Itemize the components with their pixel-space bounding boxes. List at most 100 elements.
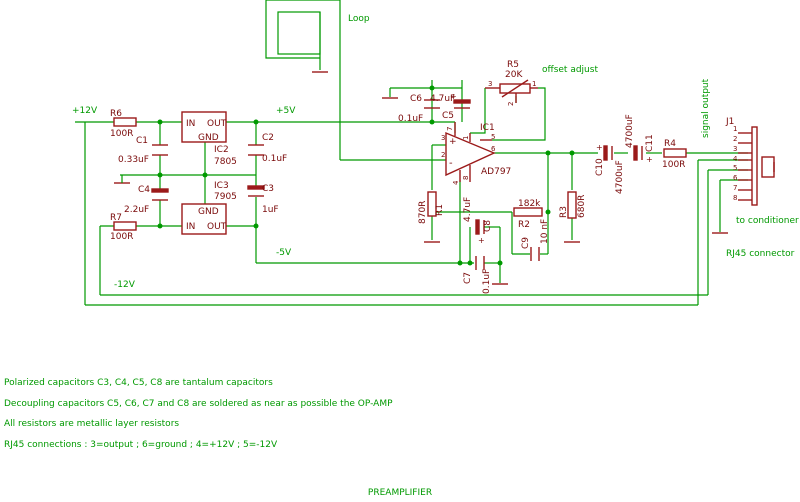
junction xyxy=(429,85,435,91)
ic2-gnd: GND xyxy=(198,133,219,143)
junction xyxy=(545,150,551,156)
ic1-pin-num: 6 xyxy=(491,145,496,153)
c5-value: 4.7uF xyxy=(430,94,455,104)
loop-label: Loop xyxy=(348,14,370,24)
j1-pin-num: 8 xyxy=(733,194,737,202)
j1-plug xyxy=(761,156,775,178)
ic2-in: IN xyxy=(186,119,195,129)
c9-value: 10 nF xyxy=(540,219,550,244)
c7-value: 0.1uF xyxy=(482,269,492,294)
ic2-name: IC2 xyxy=(214,145,229,155)
rj45-connector-label: RJ45 connector xyxy=(726,249,795,259)
c2-value: 0.1uF xyxy=(262,154,287,164)
c11-plate xyxy=(633,145,638,161)
junction xyxy=(569,150,575,156)
junction xyxy=(467,260,473,266)
r3-body xyxy=(567,191,577,219)
c8-plus: + xyxy=(478,236,485,245)
r2-name: R2 xyxy=(518,220,530,230)
r7-body xyxy=(113,221,137,231)
r1-value: 870R xyxy=(418,201,428,224)
ic3-name: IC3 xyxy=(214,181,229,191)
minus5v-label: -5V xyxy=(276,248,292,258)
ic3-body xyxy=(181,203,227,235)
ic1-pin-num: 4 xyxy=(452,180,460,185)
c3-name: C3 xyxy=(262,184,274,194)
j1-pin-num: 6 xyxy=(733,174,738,182)
pin-numbers: 3 2 7 4 8 1 5 6 + - 3 2 1 1 2 3 4 5 6 7 … xyxy=(441,80,738,245)
ic1-pin-num: 3 xyxy=(441,134,445,142)
loop-inner xyxy=(277,11,321,55)
c9-name: C9 xyxy=(521,237,531,249)
ic1-name: IC1 xyxy=(480,123,495,133)
ic1-pin-num: 1 xyxy=(462,136,470,140)
pot-pin3-wire xyxy=(470,88,486,134)
c6-value-top: 0.1uF xyxy=(398,114,423,124)
c10-value: 4700uF xyxy=(615,160,625,194)
loop-wire xyxy=(265,0,341,160)
note-item: RJ45 connections : 3=output ; 6=ground ;… xyxy=(4,439,278,450)
c10-plate xyxy=(603,145,608,161)
j1-pin-num: 1 xyxy=(733,125,737,133)
junction xyxy=(157,172,163,178)
r4-value: 100R xyxy=(662,160,685,170)
c5-name: C5 xyxy=(442,111,454,121)
r5-arrow xyxy=(501,79,529,98)
ic3-out: OUT xyxy=(207,222,227,232)
ic1-pin-num: 7 xyxy=(446,127,454,131)
junction xyxy=(157,119,163,125)
page-footer-title: PREAMPLIFIER xyxy=(367,488,433,498)
notes-list: Polarized capacitors C3, C4, C5, C8 are … xyxy=(4,378,393,460)
j1-name: J1 xyxy=(725,117,734,127)
c8-value: 4.7uF xyxy=(463,197,473,222)
wires xyxy=(75,0,748,306)
signal-output-label: signal output xyxy=(701,78,711,138)
j1-pin-num: 2 xyxy=(733,135,737,143)
j1-pin-num: 5 xyxy=(733,164,737,172)
ic2-part: 7805 xyxy=(214,157,237,167)
r3-value: 680R xyxy=(577,195,587,218)
r2-body xyxy=(513,207,543,217)
j1-connector xyxy=(738,126,775,206)
junction xyxy=(429,119,435,125)
r6-body xyxy=(113,117,137,127)
pot-pin1-wire xyxy=(492,87,546,141)
c8-name: C8 xyxy=(483,220,493,232)
ic2-body xyxy=(181,111,227,143)
c10-plus: + xyxy=(596,143,603,152)
offset-adjust-label: offset adjust xyxy=(542,65,598,75)
r6-name: R6 xyxy=(110,109,122,119)
j1-pin-num: 3 xyxy=(733,145,737,153)
r3-name: R3 xyxy=(559,206,569,218)
c11-value: 4700uF xyxy=(625,114,635,148)
r1-body xyxy=(427,191,437,217)
minus12v-label: -12V xyxy=(114,280,136,290)
junction xyxy=(545,209,551,215)
ic3-part: 7905 xyxy=(214,192,237,202)
c11-plus: + xyxy=(646,155,653,164)
ic1-pin-num: 2 xyxy=(441,151,445,159)
ic1-minus: - xyxy=(449,158,453,169)
c2-name: C2 xyxy=(262,133,274,143)
r2-value: 182k xyxy=(518,199,541,209)
junction xyxy=(253,119,259,125)
c11-name: C11 xyxy=(645,134,655,152)
c4-name: C4 xyxy=(138,185,150,195)
ic3-gnd: GND xyxy=(198,207,219,217)
ic2-out: OUT xyxy=(207,119,227,129)
to-conditioner-label: to conditioner xyxy=(736,216,799,226)
components xyxy=(113,71,775,285)
note-item: Decoupling capacitors C5, C6, C7 and C8 … xyxy=(4,398,393,409)
junction xyxy=(202,172,208,178)
c1-value: 0.33uF xyxy=(118,155,149,165)
plus12v-label: +12V xyxy=(72,106,98,116)
c3-plate xyxy=(247,185,265,190)
ic3-in: IN xyxy=(186,222,195,232)
r4-body xyxy=(663,148,687,158)
r5-value: 20K xyxy=(505,70,523,80)
junction xyxy=(497,260,503,266)
net-labels: Loop offset adjust +12V +5V -5V -12V sig… xyxy=(72,14,799,290)
junction xyxy=(457,260,463,266)
ic1-pin-num: 8 xyxy=(462,176,470,180)
